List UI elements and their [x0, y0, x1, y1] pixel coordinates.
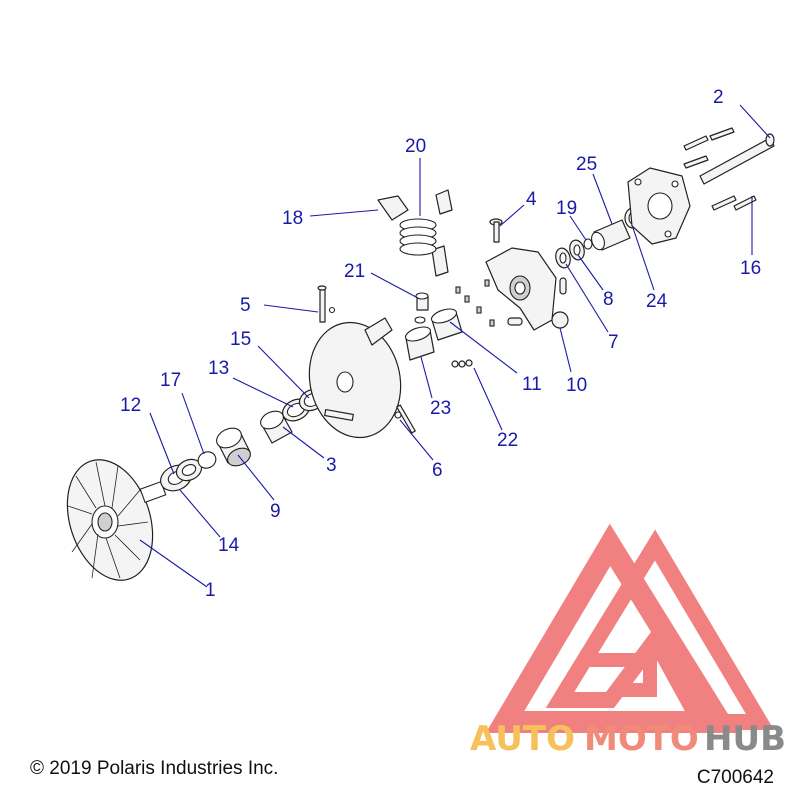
automotohub-watermark — [485, 523, 775, 733]
part-9-bushing — [216, 427, 251, 467]
part-21-bushing — [414, 292, 429, 324]
callout-1: 1 — [205, 580, 216, 601]
callout-6: 6 — [432, 460, 443, 481]
callout-16: 16 — [740, 258, 761, 279]
callout-8: 8 — [603, 289, 614, 310]
copyright-text: © 2019 Polaris Industries Inc. — [30, 758, 279, 779]
callout-12: 12 — [120, 395, 141, 416]
spider-housing — [485, 247, 557, 331]
part-16-bolts — [711, 195, 757, 211]
callout-23: 23 — [430, 398, 451, 419]
callout-labels: 1 2 3 4 5 6 7 8 9 10 11 12 13 14 15 16 1… — [120, 87, 761, 601]
callout-17: 17 — [160, 370, 181, 391]
part-22-rollers — [451, 359, 473, 368]
callout-7: 7 — [608, 332, 619, 353]
part-20-weight — [431, 189, 453, 277]
part-8-washer — [569, 239, 585, 261]
callout-21: 21 — [344, 261, 365, 282]
callout-10: 10 — [566, 375, 587, 396]
callout-15: 15 — [230, 329, 251, 350]
callout-22: 22 — [497, 430, 518, 451]
part-25-bushing — [591, 219, 631, 251]
part-1-fan-sheave — [66, 459, 167, 581]
part-2-bolts — [683, 127, 775, 185]
stationary-sheave — [308, 317, 402, 439]
small-hardware — [455, 277, 567, 327]
wordmark-hub: HUB — [704, 719, 786, 759]
part-11-bushing — [430, 308, 463, 341]
wordmark-auto: AUTO — [470, 719, 575, 759]
callout-5: 5 — [240, 295, 251, 316]
cover-plate — [627, 167, 691, 245]
part-12-ring — [175, 458, 203, 482]
part-18-weight — [377, 195, 409, 221]
callout-4: 4 — [526, 189, 537, 210]
part-23-bushing — [404, 326, 435, 361]
callout-9: 9 — [270, 501, 281, 522]
part-5-bolt — [317, 285, 336, 323]
drawing-code: C700642 — [696, 767, 774, 788]
callout-25: 25 — [576, 154, 597, 175]
leader-lines — [139, 104, 771, 588]
callout-20: 20 — [405, 136, 426, 157]
callout-11: 11 — [522, 374, 542, 395]
part-20-spring — [399, 218, 437, 256]
part-6-pin — [394, 404, 416, 434]
callout-24: 24 — [646, 291, 668, 312]
callout-13: 13 — [208, 358, 229, 379]
callout-3: 3 — [326, 455, 337, 476]
callout-14: 14 — [218, 535, 240, 556]
part-10-roller — [551, 311, 569, 329]
callout-19: 19 — [556, 198, 577, 219]
part-7-washer — [555, 247, 571, 269]
part-3-sleeve — [260, 410, 293, 444]
part-4-bolt — [489, 218, 503, 243]
wordmark-moto: MOTO — [584, 719, 699, 759]
parts-drawing — [66, 127, 775, 581]
automotohub-wordmark: AUTO MOTO HUB — [470, 719, 786, 759]
callout-2: 2 — [713, 87, 724, 108]
callout-18: 18 — [282, 208, 303, 229]
part-19-washer — [583, 238, 593, 250]
